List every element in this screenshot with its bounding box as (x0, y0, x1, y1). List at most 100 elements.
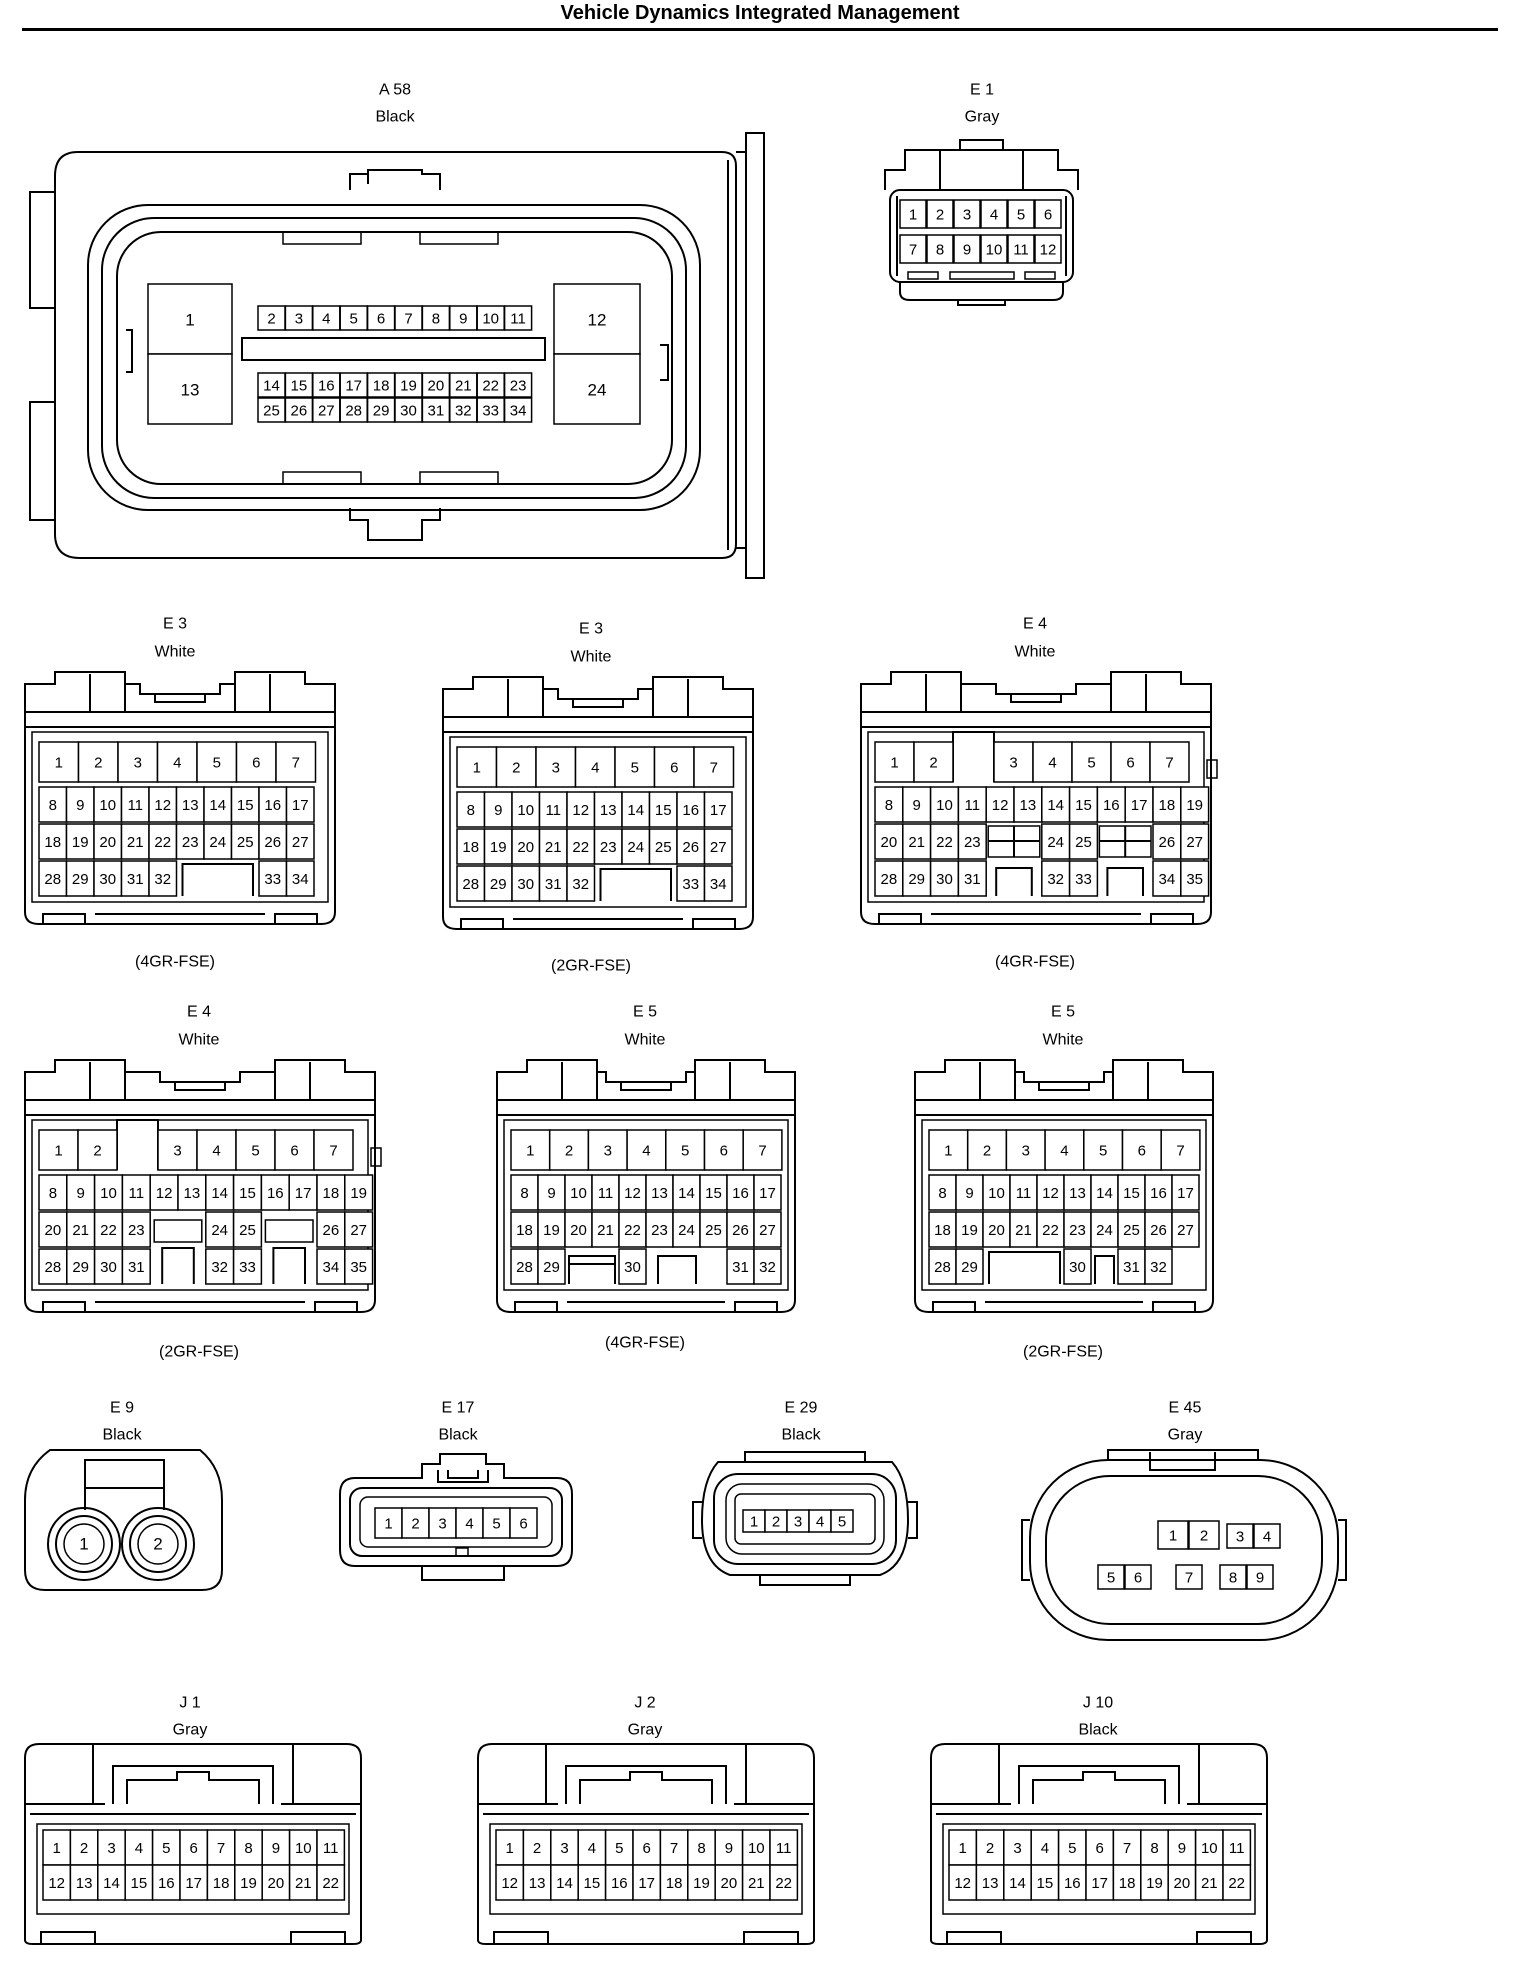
pin-number: 6 (720, 1143, 728, 1160)
pin-number: 28 (516, 1259, 533, 1276)
connector-code: E 29 (785, 1400, 818, 1417)
pin-number: 7 (1185, 1570, 1193, 1587)
pin-cavity (205, 1248, 235, 1285)
pin-number: 8 (1150, 1840, 1158, 1857)
connector-code: E 4 (1023, 616, 1047, 633)
pin-cavity (38, 741, 80, 783)
pin-number: 5 (1017, 207, 1025, 224)
connector-code: E 17 (442, 1400, 475, 1417)
housing-outline (694, 1059, 796, 1100)
housing-detail (153, 1219, 203, 1243)
pin-number: 28 (462, 876, 479, 893)
pin-number: 13 (529, 1875, 546, 1892)
pin-cavity (230, 823, 260, 860)
pin-number: 24 (1096, 1222, 1113, 1239)
pin-cavity (980, 199, 1008, 229)
pin-cavity (156, 741, 198, 783)
pin-number: 23 (182, 834, 199, 851)
housing-outline (460, 918, 504, 929)
pin-number: 2 (80, 1840, 88, 1857)
pin-number: 27 (759, 1222, 776, 1239)
pin-number: 20 (45, 1222, 62, 1239)
pin-cavity (1063, 1248, 1092, 1285)
pin-number: 25 (705, 1222, 722, 1239)
pin-number: 30 (1069, 1259, 1086, 1276)
pin-number: 2 (1200, 1528, 1208, 1545)
pin-cavity (1144, 1174, 1173, 1211)
pin-number: 3 (134, 755, 142, 772)
pin-number: 22 (775, 1875, 792, 1892)
pin-number: 6 (1044, 207, 1052, 224)
pin-cavity (928, 1211, 957, 1248)
pin-number: 25 (239, 1222, 256, 1239)
engine-variant-note: (4GR-FSE) (995, 954, 1075, 971)
pin-number: 32 (759, 1259, 776, 1276)
pin-cavity (1034, 199, 1062, 229)
pin-cavity (93, 786, 123, 823)
title-rule (22, 28, 1498, 31)
pin-cavity (124, 1829, 154, 1866)
housing-outline (154, 694, 206, 703)
pin-number: 24 (1047, 834, 1064, 851)
pin-number: 17 (345, 378, 362, 395)
housing-detail (449, 736, 747, 908)
connector-code: E 5 (1051, 1004, 1075, 1021)
pin-cavity (93, 823, 123, 860)
housing-outline (988, 1251, 1061, 1284)
pin-cavity (902, 786, 932, 823)
pin-cavity (550, 1864, 579, 1901)
pin-number: 13 (76, 1875, 93, 1892)
pin-cavity (316, 1174, 346, 1211)
pin-number: 4 (990, 207, 998, 224)
connector-color: Black (375, 109, 415, 126)
pin-number: 5 (838, 1514, 846, 1531)
pin-number: 22 (100, 1222, 117, 1239)
pin-cavity (374, 1507, 403, 1539)
pin-number: 1 (55, 755, 63, 772)
pin-number: 14 (209, 797, 226, 814)
pin-number: 1 (54, 1143, 62, 1160)
pin-cavity (591, 1174, 620, 1211)
housing-outline (314, 1301, 358, 1312)
pin-cavity (769, 1864, 799, 1901)
pin-number: 30 (517, 876, 534, 893)
pin-cavity (1180, 823, 1210, 860)
housing-outline (700, 1461, 910, 1576)
pin-number: 6 (1096, 1840, 1104, 1857)
pin-number: 3 (1022, 1143, 1030, 1160)
pin-number: 9 (272, 1840, 280, 1857)
pin-number: 1 (384, 1516, 392, 1533)
pin-number: 29 (72, 871, 89, 888)
housing-outline (24, 1099, 376, 1313)
pin-cavity (177, 1174, 207, 1211)
pin-number: 7 (710, 760, 718, 777)
pin-number: 1 (185, 311, 194, 330)
pin-number: 3 (107, 1840, 115, 1857)
pin-cavity (1090, 1174, 1119, 1211)
pin-cavity (316, 1864, 346, 1901)
housing-detail (734, 1493, 876, 1545)
pin-cavity (566, 828, 596, 865)
pin-number: 31 (127, 871, 144, 888)
pin-number: 21 (908, 834, 925, 851)
housing-outline (995, 867, 1033, 896)
pin-number: 29 (72, 1259, 89, 1276)
pin-number: 4 (212, 1143, 220, 1160)
pin-number: 9 (1178, 1840, 1186, 1857)
pin-number: 10 (748, 1840, 765, 1857)
pin-number: 5 (1107, 1570, 1115, 1587)
pin-number: 14 (1096, 1185, 1113, 1202)
housing-outline (349, 508, 441, 541)
pin-number: 9 (494, 802, 502, 819)
pin-cavity (618, 1211, 647, 1248)
housing-outline (568, 1255, 616, 1284)
pin-number: 33 (682, 876, 699, 893)
pin-cavity (693, 746, 735, 788)
housing-outline (932, 1301, 976, 1312)
housing-outline (946, 1931, 1002, 1944)
